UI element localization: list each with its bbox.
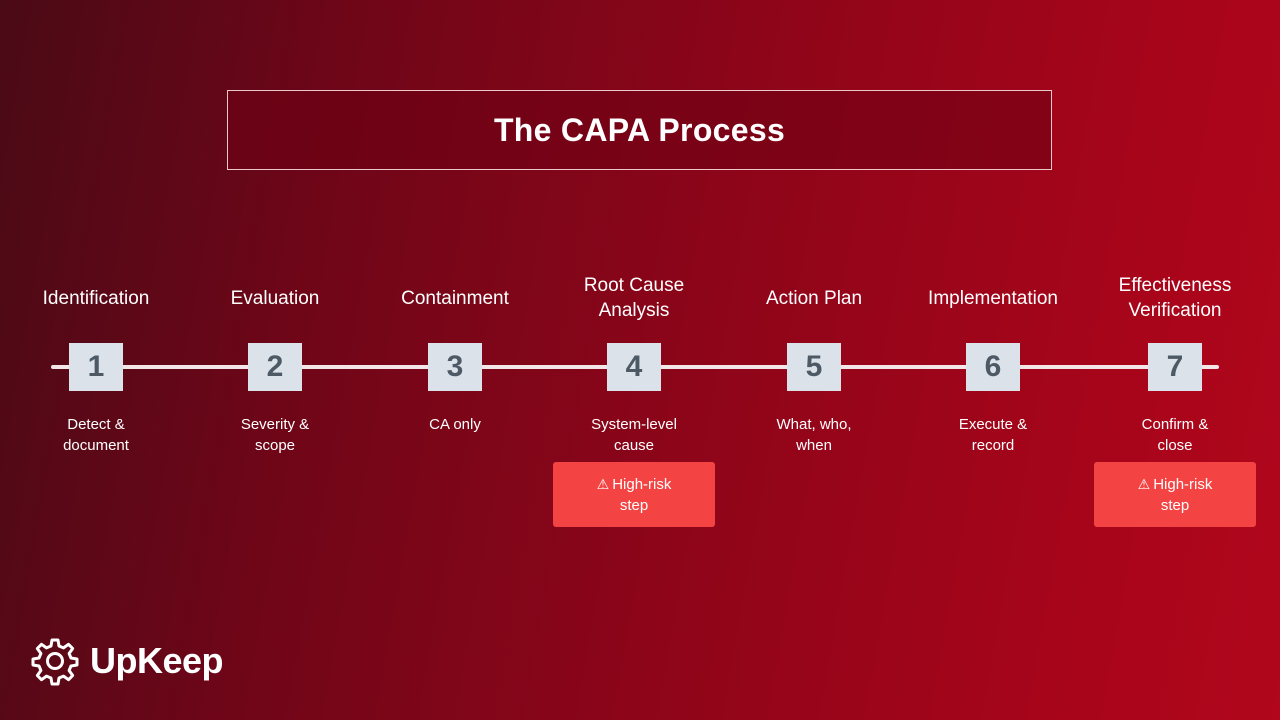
risk-text: ⚠High-risk step bbox=[597, 474, 672, 516]
step-number: 6 bbox=[966, 343, 1020, 391]
step-description: Confirm & close bbox=[1141, 416, 1209, 454]
risk-label: High-risk step bbox=[1153, 475, 1213, 514]
step-title: Implementation bbox=[928, 287, 1058, 309]
step-4: Root Cause Analysis 4 System-level cause… bbox=[544, 0, 724, 720]
warning-icon: ⚠ bbox=[596, 475, 610, 492]
risk-label: High-risk step bbox=[612, 475, 672, 514]
step-title: Evaluation bbox=[230, 287, 320, 309]
page-title: The CAPA Process bbox=[493, 111, 786, 148]
step-number: 3 bbox=[428, 343, 482, 391]
step-5: Action Plan 5 What, who, when bbox=[724, 0, 904, 720]
step-title: Identification bbox=[42, 287, 150, 309]
step-description: CA only bbox=[429, 416, 481, 433]
step-3: Containment 3 CA only bbox=[365, 0, 545, 720]
step-number: 1 bbox=[69, 343, 123, 391]
high-risk-badge: ⚠High-risk step bbox=[553, 462, 715, 527]
step-2: Evaluation 2 Severity & scope bbox=[185, 0, 365, 720]
step-number: 5 bbox=[787, 343, 841, 391]
title-box: The CAPA Process bbox=[227, 90, 1052, 170]
step-description: Detect & document bbox=[63, 416, 129, 454]
step-title: Effectiveness Verification bbox=[1118, 275, 1232, 321]
step-title: Action Plan bbox=[765, 287, 863, 309]
gear-icon bbox=[31, 638, 79, 686]
step-description: System-level cause bbox=[591, 416, 677, 454]
step-7: Effectiveness Verification 7 Confirm & c… bbox=[1085, 0, 1265, 720]
upkeep-logo: UpKeep bbox=[30, 636, 224, 686]
step-6: Implementation 6 Execute & record bbox=[903, 0, 1083, 720]
logo-text: UpKeep bbox=[90, 640, 224, 681]
step-1: Identification 1 Detect & document bbox=[6, 0, 186, 720]
step-number: 7 bbox=[1148, 343, 1202, 391]
warning-icon: ⚠ bbox=[1137, 475, 1151, 492]
risk-text: ⚠High-risk step bbox=[1138, 474, 1213, 516]
step-description: Execute & record bbox=[958, 416, 1028, 454]
step-description: What, who, when bbox=[776, 416, 852, 454]
step-title: Root Cause Analysis bbox=[583, 275, 685, 321]
step-description: Severity & scope bbox=[240, 416, 310, 454]
step-number: 4 bbox=[607, 343, 661, 391]
step-title: Containment bbox=[401, 287, 509, 309]
high-risk-badge: ⚠High-risk step bbox=[1094, 462, 1256, 527]
step-number: 2 bbox=[248, 343, 302, 391]
